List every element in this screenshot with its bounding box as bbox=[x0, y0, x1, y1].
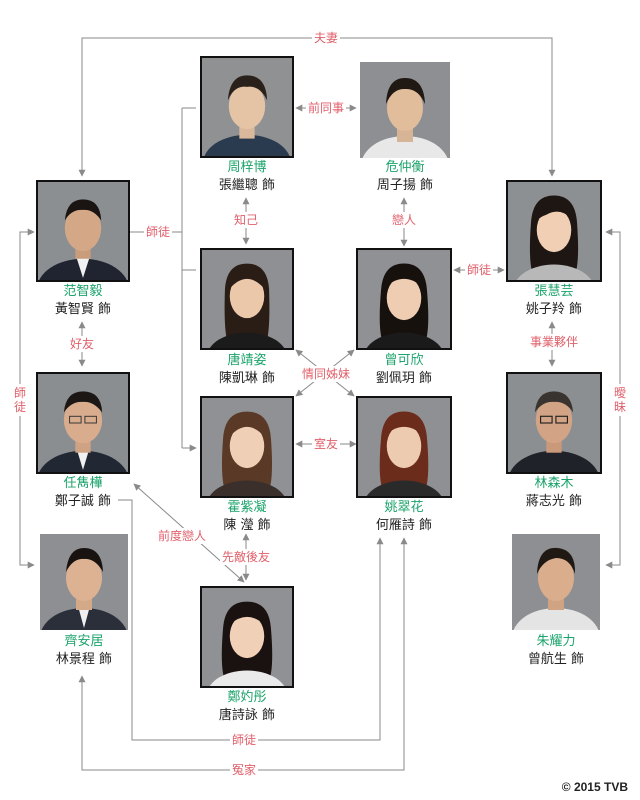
actor-name-wei: 周子揚 飾 bbox=[376, 178, 434, 193]
portrait-qi bbox=[40, 534, 128, 630]
actor-name-zhu: 曾航生 飾 bbox=[527, 652, 585, 667]
link-mentor-fan-zhou bbox=[130, 107, 196, 448]
actor-name-ren: 鄭子誠 飾 bbox=[54, 494, 112, 509]
role-name-zeng: 曾可欣 bbox=[384, 353, 424, 368]
relation-label-ex-colleagues: 前同事 bbox=[305, 100, 347, 116]
role-name-zhang: 張慧芸 bbox=[534, 284, 574, 299]
actor-name-fan: 黃智賢 飾 bbox=[54, 302, 112, 317]
role-name-zhu: 朱耀力 bbox=[536, 634, 576, 649]
actor-name-zheng: 唐詩詠 飾 bbox=[218, 708, 276, 723]
relation-label-spouses: 夫妻 bbox=[311, 30, 341, 46]
role-name-zhou: 周梓博 bbox=[227, 160, 267, 175]
relation-label-good-friends: 好友 bbox=[67, 336, 97, 352]
relation-label-business-partners: 事業夥伴 bbox=[527, 334, 581, 350]
copyright: © 2015 TVB bbox=[561, 780, 628, 794]
portrait-zheng bbox=[200, 586, 294, 688]
role-name-wei: 危仲衡 bbox=[385, 160, 425, 175]
relation-label-roommates: 室友 bbox=[311, 436, 341, 452]
role-name-tang: 唐靖姿 bbox=[227, 353, 267, 368]
actor-name-zeng: 劉佩玥 飾 bbox=[375, 371, 433, 386]
relation-label-mentor-zeng-zhang: 師徒 bbox=[464, 262, 494, 278]
relation-label-ambiguous: 曖昧 bbox=[613, 384, 627, 416]
portrait-zhu bbox=[512, 534, 600, 630]
portrait-zeng bbox=[356, 248, 452, 350]
relation-label-ex-lovers: 前度戀人 bbox=[155, 528, 209, 544]
portrait-huo bbox=[200, 396, 294, 498]
role-name-yao: 姚翠花 bbox=[384, 500, 424, 515]
portrait-tang bbox=[200, 248, 294, 350]
actor-name-zhang: 姚子羚 飾 bbox=[525, 302, 583, 317]
relation-label-mentor-ren-yao: 師徒 bbox=[229, 732, 259, 748]
actor-name-huo: 陳 瀅 飾 bbox=[223, 518, 271, 533]
relation-label-mentor-fan-zhou: 師徒 bbox=[143, 224, 173, 240]
portrait-ren bbox=[36, 372, 130, 474]
portrait-zhang bbox=[506, 180, 602, 282]
relation-label-lovers: 戀人 bbox=[389, 212, 419, 228]
role-name-qi: 齊安居 bbox=[64, 634, 104, 649]
role-name-ren: 任雋樺 bbox=[63, 476, 103, 491]
relation-label-mentor-fan-qi: 師徒 bbox=[13, 384, 27, 416]
relation-label-enemies-friends: 先敵後友 bbox=[219, 549, 273, 565]
role-name-fan: 范智毅 bbox=[63, 284, 103, 299]
role-name-lin: 林森木 bbox=[534, 476, 574, 491]
role-name-huo: 霍紫凝 bbox=[227, 500, 267, 515]
actor-name-lin: 蔣志光 飾 bbox=[525, 494, 583, 509]
relation-label-like-sisters: 情同姊妹 bbox=[299, 366, 353, 382]
portrait-fan bbox=[36, 180, 130, 282]
portrait-zhou bbox=[200, 56, 294, 158]
actor-name-tang: 陳凱琳 飾 bbox=[218, 371, 276, 386]
portrait-lin bbox=[506, 372, 602, 474]
role-name-zheng: 鄭妁彤 bbox=[227, 690, 267, 705]
actor-name-qi: 林景程 飾 bbox=[55, 652, 113, 667]
relation-label-feud: 冤家 bbox=[229, 762, 259, 778]
actor-name-yao: 何雁詩 飾 bbox=[375, 518, 433, 533]
actor-name-zhou: 張繼聰 飾 bbox=[218, 178, 276, 193]
relation-label-confidant: 知己 bbox=[231, 212, 261, 228]
portrait-wei bbox=[360, 62, 450, 158]
portrait-yao bbox=[356, 396, 452, 498]
